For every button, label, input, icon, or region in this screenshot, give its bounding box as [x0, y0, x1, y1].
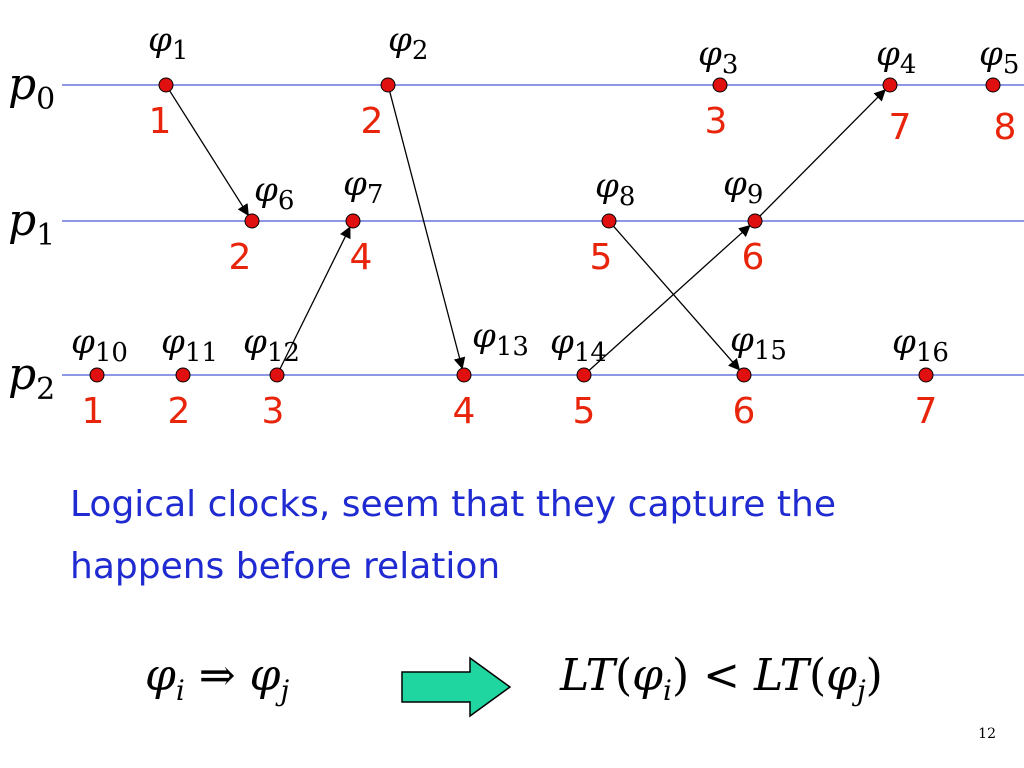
clock-value-e10: 1: [82, 391, 105, 432]
open-paren: (: [808, 650, 827, 701]
event-dot-e7: [345, 213, 361, 229]
process-label-p1: p1: [8, 195, 55, 253]
phi-symbol: φ: [632, 650, 663, 701]
clock-value-e9: 6: [742, 237, 765, 278]
lt-function: LT: [560, 650, 615, 701]
event-label-e10: φ10: [71, 322, 128, 368]
page-number: 12: [978, 726, 996, 742]
open-paren: (: [614, 650, 633, 701]
implication-arrow-icon: [401, 656, 512, 718]
event-dot-e5: [985, 77, 1001, 93]
event-label-e14: φ14: [550, 322, 607, 368]
event-label-e4: φ4: [876, 34, 916, 80]
clock-value-e13: 4: [453, 391, 476, 432]
process-label-p2: p2: [8, 349, 55, 407]
phi-symbol: φ: [145, 650, 176, 701]
phi-symbol: φ: [249, 650, 281, 701]
message-e2-to-e13: [388, 90, 466, 370]
index-i: i: [662, 673, 672, 707]
event-dot-e4: [882, 77, 898, 93]
event-label-e6: φ6: [254, 170, 294, 216]
clock-value-e8: 5: [590, 237, 613, 278]
clock-value-e5: 8: [994, 107, 1017, 148]
clock-value-e16: 7: [915, 391, 938, 432]
formula-conclusion: LT(φi) < LT(φj): [560, 650, 883, 707]
lt-function: LT: [753, 650, 809, 701]
message-e12-to-e7: [279, 226, 351, 370]
phi-symbol: φ: [826, 650, 857, 701]
event-dot-e8: [601, 213, 617, 229]
event-dot-e9: [747, 213, 763, 229]
close-paren: ): [865, 650, 883, 701]
event-label-e16: φ16: [892, 322, 949, 368]
event-dot-e16: [918, 367, 934, 383]
clock-value-e3: 3: [705, 101, 728, 142]
clock-value-e15: 6: [733, 391, 756, 432]
event-dot-e11: [175, 367, 191, 383]
event-label-e2: φ2: [388, 20, 428, 66]
clock-value-e11: 2: [168, 391, 191, 432]
formula-premise: φi ⇒ φj: [145, 650, 289, 707]
event-dot-e10: [89, 367, 105, 383]
clock-value-e2: 2: [361, 101, 384, 142]
event-label-e15: φ15: [730, 320, 787, 366]
clock-value-e14: 5: [573, 391, 596, 432]
event-dot-e14: [576, 367, 592, 383]
event-dot-e13: [456, 367, 472, 383]
caption-line-1: Logical clocks, seem that they capture t…: [70, 484, 836, 525]
event-label-e7: φ7: [343, 164, 383, 210]
less-than-symbol: <: [703, 650, 740, 701]
index-j: j: [856, 673, 866, 707]
event-label-e8: φ8: [595, 166, 635, 212]
event-dot-e1: [158, 77, 174, 93]
clock-value-e7: 4: [350, 237, 373, 278]
caption-line-2: happens before relation: [70, 546, 501, 587]
event-label-e12: φ12: [243, 322, 300, 368]
event-label-e9: φ9: [723, 164, 763, 210]
event-dot-e15: [736, 367, 752, 383]
message-e8-to-e15: [612, 225, 741, 371]
event-dot-e2: [380, 77, 396, 93]
message-e14-to-e9: [588, 224, 751, 372]
event-label-e3: φ3: [698, 34, 738, 80]
clock-value-e12: 3: [262, 391, 285, 432]
caption: Logical clocks, seem that they capture t…: [70, 474, 1000, 598]
clock-value-e1: 1: [149, 101, 172, 142]
event-dot-e3: [712, 77, 728, 93]
implies-symbol: ⇒: [198, 650, 236, 701]
clock-value-e6: 2: [229, 237, 252, 278]
close-paren: ): [671, 650, 690, 701]
event-label-e5: φ5: [979, 34, 1019, 80]
event-dot-e6: [244, 213, 260, 229]
clock-value-e4: 7: [889, 107, 912, 148]
event-label-e1: φ1: [148, 20, 188, 66]
event-dot-e12: [269, 367, 285, 383]
index-j: j: [280, 673, 290, 707]
message-e9-to-e4: [758, 89, 886, 218]
message-e1-to-e6: [168, 89, 249, 217]
process-label-p0: p0: [8, 59, 55, 117]
index-i: i: [175, 673, 185, 707]
event-label-e13: φ13: [472, 316, 529, 362]
event-label-e11: φ11: [161, 322, 218, 368]
